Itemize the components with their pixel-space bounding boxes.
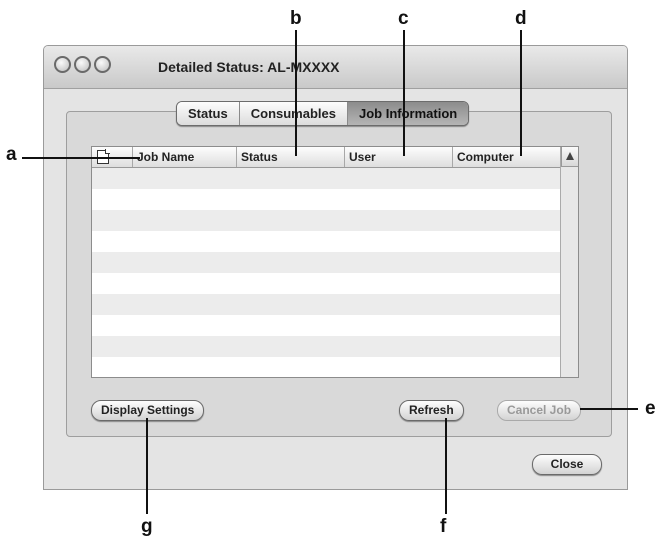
vertical-scrollbar[interactable] bbox=[560, 147, 578, 377]
callout-b-line bbox=[295, 30, 297, 156]
callout-b: b bbox=[290, 8, 302, 29]
tab-job-information[interactable]: Job Information bbox=[347, 102, 469, 125]
tab-bar: Status Consumables Job Information bbox=[176, 101, 470, 126]
table-header: Job Name Status User Computer bbox=[92, 147, 578, 168]
minimize-window-button[interactable] bbox=[74, 56, 91, 73]
callout-e: e bbox=[645, 398, 656, 419]
close-button[interactable]: Close bbox=[532, 454, 602, 475]
table-row[interactable] bbox=[92, 294, 563, 315]
tab-status[interactable]: Status bbox=[177, 102, 240, 125]
table-row[interactable] bbox=[92, 336, 563, 357]
sort-arrow-icon[interactable] bbox=[561, 147, 578, 167]
cancel-job-button[interactable]: Cancel Job bbox=[497, 400, 582, 421]
table-row[interactable] bbox=[92, 210, 563, 231]
zoom-window-button[interactable] bbox=[94, 56, 111, 73]
table-row[interactable] bbox=[92, 168, 563, 189]
callout-f: f bbox=[440, 516, 447, 537]
table-row[interactable] bbox=[92, 252, 563, 273]
title-bar[interactable]: Detailed Status: AL-MXXXX bbox=[44, 46, 627, 89]
tab-consumables[interactable]: Consumables bbox=[239, 102, 348, 125]
window-title: Detailed Status: AL-MXXXX bbox=[158, 59, 340, 75]
callout-e-line bbox=[580, 408, 638, 410]
callout-g-line bbox=[146, 418, 148, 514]
table-row[interactable] bbox=[92, 273, 563, 294]
column-header-status[interactable]: Status bbox=[237, 147, 345, 167]
column-header-computer[interactable]: Computer bbox=[453, 147, 563, 167]
close-window-button[interactable] bbox=[54, 56, 71, 73]
callout-a-line bbox=[22, 157, 140, 159]
callout-c: c bbox=[398, 8, 409, 29]
callout-d: d bbox=[515, 8, 527, 29]
refresh-button[interactable]: Refresh bbox=[399, 400, 464, 421]
callout-f-line bbox=[445, 418, 447, 514]
table-row[interactable] bbox=[92, 357, 563, 377]
callout-g: g bbox=[141, 516, 153, 537]
column-header-user[interactable]: User bbox=[345, 147, 453, 167]
column-header-job-name[interactable]: Job Name bbox=[133, 147, 237, 167]
callout-d-line bbox=[520, 30, 522, 156]
callout-a: a bbox=[6, 144, 17, 165]
job-table: Job Name Status User Computer bbox=[91, 146, 579, 378]
table-row[interactable] bbox=[92, 231, 563, 252]
detailed-status-window: Detailed Status: AL-MXXXX Status Consuma… bbox=[43, 45, 628, 490]
table-row[interactable] bbox=[92, 315, 563, 336]
table-row[interactable] bbox=[92, 189, 563, 210]
table-rows bbox=[92, 168, 563, 377]
callout-c-line bbox=[403, 30, 405, 156]
